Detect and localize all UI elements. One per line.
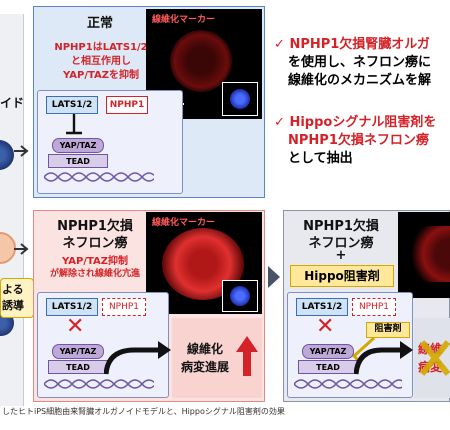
nphp1-box-normal: NPHP1 [106,96,148,114]
organoid-icon-blue [0,140,14,170]
yap-taz-treatment: YAP/TAZ [302,344,354,359]
bullet-2-line-1: Hippoシグナル阻害剤を [289,115,437,130]
bullet-2-line-2: NPHP1欠損ネフロン癆 [288,133,429,148]
micrograph-disease-label: 線維化マーカー [152,218,216,228]
left-strip [0,14,24,406]
dna-helix-normal [44,172,154,182]
micrograph-treatment-blob [410,226,450,282]
micrograph-normal-inset-cell [230,89,250,109]
activation-arrow-disease-icon [104,341,171,375]
activation-arrow-treatment-icon [354,341,413,375]
yap-taz-disease: YAP/TAZ [52,344,104,359]
tead-treatment: TEAD [298,360,358,374]
cross-mark-result-icon [420,340,450,376]
nphp1-box-disease-missing: NPHP1 [102,298,146,316]
arrow-to-disease-icon [14,243,29,255]
hippo-inhibitor-label: Hippo阻害剤 [290,265,394,287]
dna-helix-disease [44,379,154,389]
panel-normal-desc-2: と相互作用し [71,56,131,67]
inhibitor-callout: 阻害剤 [366,322,410,338]
panel-normal-desc-3: YAP/TAZを抑制 [62,70,140,81]
panel-disease-title-1: NPHP1欠損 [57,219,133,234]
check-icon: ✓ [274,37,285,52]
result-disease-2: 病変進展 [180,360,229,374]
left-strip-callout [0,278,34,318]
dna-helix-treatment [294,379,402,389]
panel-normal-title: 正常 [86,16,113,31]
panel-disease-desc-2: が解除され線維化亢進 [49,269,140,279]
panel-disease-desc-1: YAP/TAZ抑制 [61,256,129,267]
tead-disease: TEAD [48,360,108,374]
panel-disease-title-2: ネフロン癆 [62,236,128,251]
panel-treatment-title-2: ネフロン癆 [308,236,374,251]
micrograph-disease-inset-cell [230,286,250,306]
lats-box-treatment: LATS1/2 [296,298,348,316]
tead-normal: TEAD [48,154,108,168]
bullet-1: ✓ NPHP1欠損腎臓オルガ [274,36,450,53]
figure-caption: したヒトiPS細胞由来腎臓オルガノイドモデルと、Hippoシグナル阻害剤の効果 [2,407,285,416]
result-disease-1: 線維化 [186,342,223,356]
left-strip-text-bottom-1: よる [2,283,24,296]
micrograph-disease-inset [222,280,258,312]
inhibition-symbol-normal [66,114,82,135]
panel-treatment-title-1: NPHP1欠損 [303,219,379,234]
arrow-to-normal-icon [14,145,29,157]
cross-icon-treatment: ✕ [316,314,335,339]
lats-box-disease: LATS1/2 [46,298,98,316]
transition-arrow-icon [268,266,280,288]
bullet-2: ✓ Hippoシグナル阻害剤を [274,114,450,131]
bullet-1-line-3: 線維化のメカニズムを解 [288,73,432,88]
bullet-2-line-3: として抽出 [288,151,353,166]
lats-box-normal: LATS1/2 [46,96,98,114]
left-strip-text-bottom-2: 誘導 [2,299,24,312]
micrograph-normal-blob [170,30,232,92]
nphp1-box-treatment-missing: NPHP1 [352,298,396,316]
check-icon: ✓ [274,115,285,130]
bullet-1-line-2: を使用し、ネフロン癆に [288,55,432,70]
panel-normal-desc-1: NPHP1はLATS1/2 [54,42,148,53]
left-strip-text-top: イド [0,96,25,110]
panel-treatment-plus: + [335,248,347,263]
yap-taz-normal: YAP/TAZ [52,138,104,153]
up-arrow-icon [236,336,258,376]
micrograph-normal-label: 線維化マーカー [152,15,216,25]
cross-icon-disease: ✕ [66,314,85,339]
bullet-1-line-1: NPHP1欠損腎臓オルガ [289,37,430,52]
